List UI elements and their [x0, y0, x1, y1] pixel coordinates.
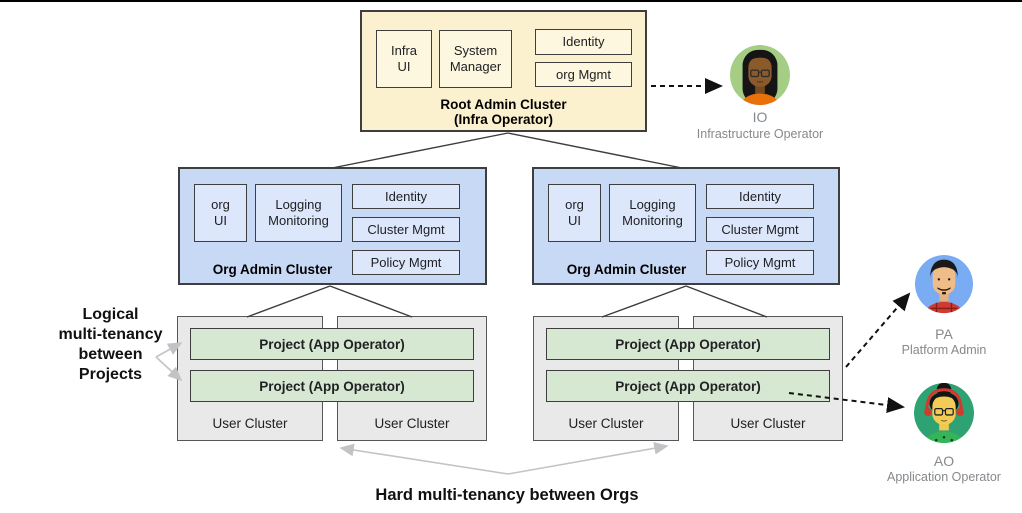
- org-admin-cluster-left: org UI Logging Monitoring Identity Clust…: [178, 167, 487, 285]
- io-role: Infrastructure Operator: [696, 127, 824, 141]
- org-mgmt-box: org Mgmt: [535, 62, 632, 87]
- infra-ui-box: Infra UI: [376, 30, 432, 88]
- project-bar: Project (App Operator): [190, 370, 474, 402]
- pa-role: Platform Admin: [901, 343, 987, 357]
- identity-box: Identity: [535, 29, 632, 55]
- ao-abbr: AO: [933, 453, 955, 469]
- org-cluster-title: Org Admin Cluster: [566, 262, 687, 277]
- user-cluster-label: User Cluster: [568, 416, 644, 431]
- user-cluster-label: User Cluster: [212, 416, 288, 431]
- logging-monitoring-box: Logging Monitoring: [609, 184, 696, 242]
- ao-avatar-icon: [913, 382, 975, 444]
- user-cluster-label: User Cluster: [374, 416, 450, 431]
- top-border-line: [0, 0, 1022, 2]
- root-cluster-title: Root Admin Cluster (Infra Operator): [440, 97, 567, 127]
- project-bar: Project (App Operator): [190, 328, 474, 360]
- policy-mgmt-box: Policy Mgmt: [706, 250, 814, 275]
- ao-role: Application Operator: [887, 470, 1001, 484]
- io-abbr: IO: [752, 109, 768, 125]
- logical-multitenancy-label: Logical multi-tenancy between Projects: [58, 306, 163, 383]
- org-ui-box: org UI: [194, 184, 247, 242]
- user-cluster-label: User Cluster: [730, 416, 806, 431]
- pa-avatar-icon: [914, 254, 974, 314]
- hard-multitenancy-label: Hard multi-tenancy between Orgs: [375, 486, 639, 504]
- logging-monitoring-box: Logging Monitoring: [255, 184, 342, 242]
- identity-box: Identity: [706, 184, 814, 209]
- org-cluster-title: Org Admin Cluster: [212, 262, 333, 277]
- cluster-mgmt-box: Cluster Mgmt: [352, 217, 460, 242]
- cluster-mgmt-box: Cluster Mgmt: [706, 217, 814, 242]
- identity-box: Identity: [352, 184, 460, 209]
- project-bar: Project (App Operator): [546, 328, 830, 360]
- org-ui-box: org UI: [548, 184, 601, 242]
- io-avatar-icon: [729, 44, 791, 106]
- system-manager-box: System Manager: [439, 30, 512, 88]
- policy-mgmt-box: Policy Mgmt: [352, 250, 460, 275]
- org-admin-cluster-right: org UI Logging Monitoring Identity Clust…: [532, 167, 840, 285]
- project-bar: Project (App Operator): [546, 370, 830, 402]
- root-admin-cluster: Infra UI System Manager Identity org Mgm…: [360, 10, 647, 132]
- pa-abbr: PA: [935, 326, 953, 342]
